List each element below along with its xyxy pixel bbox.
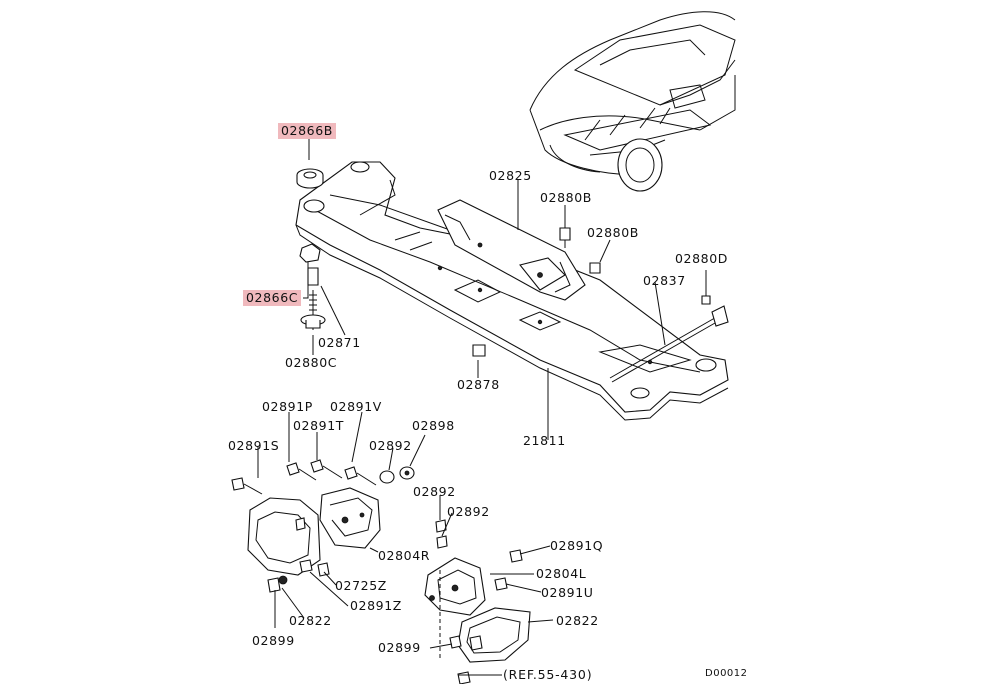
label-02891P[interactable]: 02891P <box>262 399 313 414</box>
vehicle-inset <box>529 11 736 192</box>
label-02898[interactable]: 02898 <box>412 418 455 433</box>
label-02866C[interactable]: 02866C <box>243 290 302 306</box>
label-02891Q[interactable]: 02891Q <box>550 538 604 553</box>
label-02891S[interactable]: 02891S <box>228 438 280 453</box>
bracket-02825[interactable] <box>437 199 586 301</box>
fasteners-upper[interactable] <box>472 227 711 357</box>
leader-lines <box>257 139 707 676</box>
label-02825[interactable]: 02825 <box>489 168 532 183</box>
label-02866B[interactable]: 02866B <box>278 123 336 139</box>
engine-mount-left[interactable] <box>424 519 531 684</box>
label-02880D[interactable]: 02880D <box>675 251 728 266</box>
label-21811[interactable]: 21811 <box>523 433 566 448</box>
mount-parts-left[interactable] <box>296 168 326 330</box>
label-02725Z[interactable]: 02725Z <box>335 578 387 593</box>
label-02891T[interactable]: 02891T <box>293 418 344 433</box>
label-02880C[interactable]: 02880C <box>285 355 338 370</box>
bolts-02891[interactable] <box>231 459 415 593</box>
label-02822-1[interactable]: 02822 <box>289 613 332 628</box>
label-02892-1[interactable]: 02892 <box>369 438 412 453</box>
label-02892-2[interactable]: 02892 <box>413 484 456 499</box>
label-02891U[interactable]: 02891U <box>541 585 594 600</box>
engine-mount-right[interactable] <box>247 487 381 585</box>
label-02822-2[interactable]: 02822 <box>556 613 599 628</box>
label-02871[interactable]: 02871 <box>318 335 361 350</box>
label-02804L[interactable]: 02804L <box>536 566 587 581</box>
diagram-code: D00012 <box>705 668 748 679</box>
label-02891V[interactable]: 02891V <box>330 399 382 414</box>
label-02880B-1[interactable]: 02880B <box>540 190 592 205</box>
label-02804R[interactable]: 02804R <box>378 548 431 563</box>
label-02837[interactable]: 02837 <box>643 273 686 288</box>
label-02878[interactable]: 02878 <box>457 377 500 392</box>
crossmember-21811[interactable] <box>295 161 729 421</box>
label-02899-1[interactable]: 02899 <box>252 633 295 648</box>
rod-02837[interactable] <box>609 305 729 383</box>
label-02880B-2[interactable]: 02880B <box>587 225 639 240</box>
reference-link[interactable]: (REF.55-430) <box>503 667 593 682</box>
label-02899-2[interactable]: 02899 <box>378 640 421 655</box>
label-02891Z[interactable]: 02891Z <box>350 598 402 613</box>
label-02892-3[interactable]: 02892 <box>447 504 490 519</box>
